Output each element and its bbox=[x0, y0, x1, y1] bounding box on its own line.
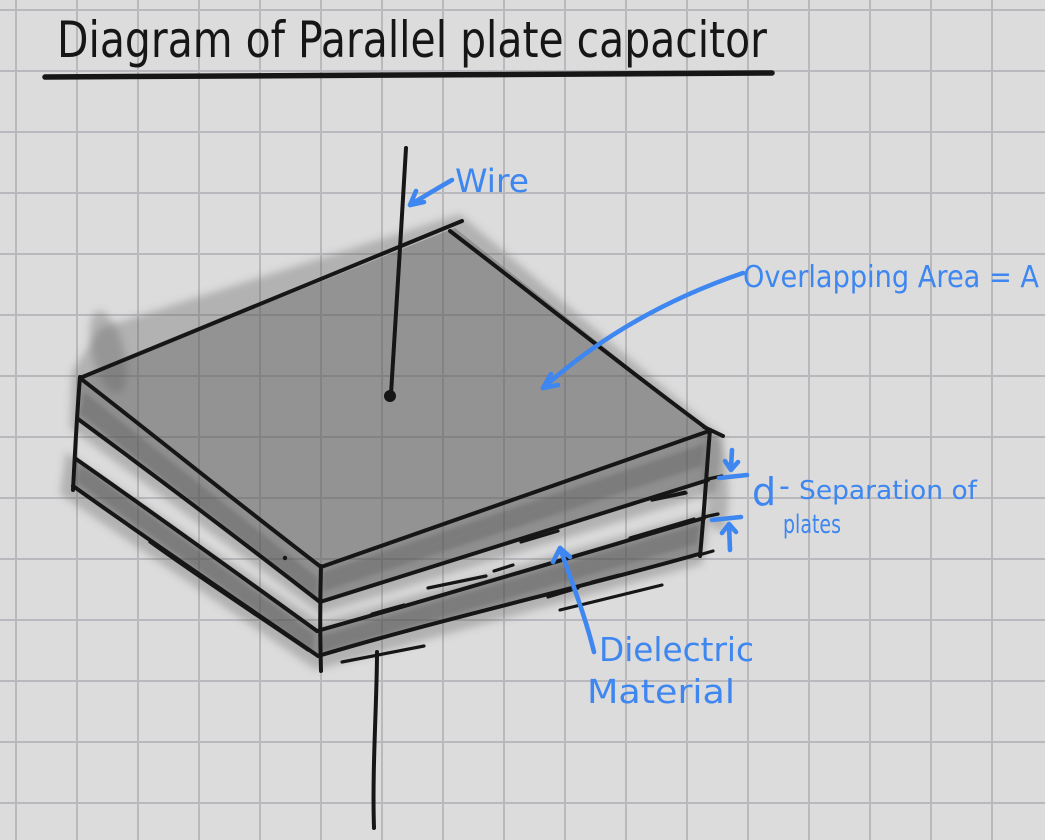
right-corner-tick bbox=[702, 512, 720, 519]
dielectric-label-line1: Dielectric bbox=[599, 630, 754, 669]
wire-arrowhead-icon bbox=[407, 188, 427, 208]
top-face-front-right-edge bbox=[319, 429, 711, 569]
smear bbox=[322, 444, 704, 592]
right-corner-overshoot bbox=[702, 425, 725, 438]
title-underline bbox=[42, 70, 775, 80]
page-title: Diagram of Parallel plate capacitor bbox=[57, 11, 767, 69]
top-wire bbox=[389, 146, 408, 396]
dielectric-dash bbox=[370, 603, 406, 616]
smear bbox=[77, 464, 314, 652]
smear bbox=[319, 524, 700, 653]
overlapping-area-arrow bbox=[540, 270, 746, 391]
ink-speck bbox=[282, 555, 288, 561]
bottom-plate-top-left-edge bbox=[74, 457, 319, 633]
bottom-plate-sketch-stroke bbox=[340, 644, 426, 664]
dielectric-arrow bbox=[557, 545, 597, 655]
front-corner-edge bbox=[318, 564, 323, 673]
bottom-plate-bottom-right-edge bbox=[316, 552, 701, 658]
separation-bottom-arrow bbox=[726, 522, 733, 553]
wires bbox=[371, 146, 408, 830]
dielectric-dash bbox=[628, 517, 696, 540]
wire-annotation: Wire bbox=[407, 162, 529, 208]
overlapping-area-arrowhead-icon bbox=[540, 371, 561, 391]
dielectric-dash bbox=[519, 529, 560, 544]
separation-bottom-arrowhead-icon bbox=[719, 521, 739, 536]
top-face-right-edge bbox=[448, 229, 708, 430]
right-corner-edge bbox=[698, 428, 712, 558]
overlapping-area-label: Overlapping Area = A bbox=[743, 260, 1039, 295]
separation-dash: - bbox=[779, 469, 790, 504]
dielectric-annotation: Dielectric Material bbox=[550, 545, 754, 711]
smear bbox=[80, 392, 318, 599]
separation-d-symbol: d bbox=[752, 470, 776, 514]
top-wire-terminal-dot bbox=[384, 390, 396, 402]
separation-top-arrowhead-icon bbox=[722, 458, 741, 473]
bottom-wire bbox=[371, 650, 379, 830]
separation-label-line1: Separation of bbox=[799, 476, 978, 506]
separation-bottom-bar bbox=[709, 514, 744, 523]
bottom-plate-smears bbox=[77, 464, 700, 653]
dielectric-dash bbox=[492, 563, 515, 573]
bottom-plate-sketch-stroke bbox=[558, 583, 664, 612]
separation-label-line2: plates bbox=[783, 510, 841, 540]
top-plate-smears bbox=[80, 392, 704, 599]
separation-top-arrow bbox=[728, 447, 735, 471]
dielectric-dash bbox=[426, 574, 488, 590]
bottom-plate-sketch-stroke bbox=[148, 540, 310, 652]
top-plate-bottom-right-edge bbox=[318, 478, 710, 604]
top-face-left-edge bbox=[78, 219, 464, 380]
wire-label: Wire bbox=[455, 162, 529, 200]
top-plate-bottom-left-edge bbox=[76, 417, 322, 604]
dielectric-label-line2: Material bbox=[587, 672, 735, 711]
bottom-plate-top-right-edge bbox=[315, 516, 706, 633]
edge-sketch-stroke bbox=[650, 491, 688, 502]
dielectric-arrowhead-icon bbox=[550, 545, 573, 565]
title-group: Diagram of Parallel plate capacitor bbox=[42, 11, 775, 80]
dielectric-dash bbox=[590, 573, 621, 584]
left-corner-shadow-blob bbox=[89, 311, 127, 393]
right-corner-tick bbox=[697, 549, 715, 557]
bottom-plate bbox=[71, 457, 706, 664]
overlapping-area-annotation: Overlapping Area = A bbox=[540, 260, 1039, 391]
left-corner-edge bbox=[71, 375, 82, 492]
annotations: Wire Overlapping Area = A d - Separation… bbox=[407, 162, 1039, 711]
separation-annotation: d - Separation of plates bbox=[709, 447, 978, 553]
separation-top-bar bbox=[716, 472, 750, 481]
top-face-front-left-edge bbox=[78, 376, 323, 569]
